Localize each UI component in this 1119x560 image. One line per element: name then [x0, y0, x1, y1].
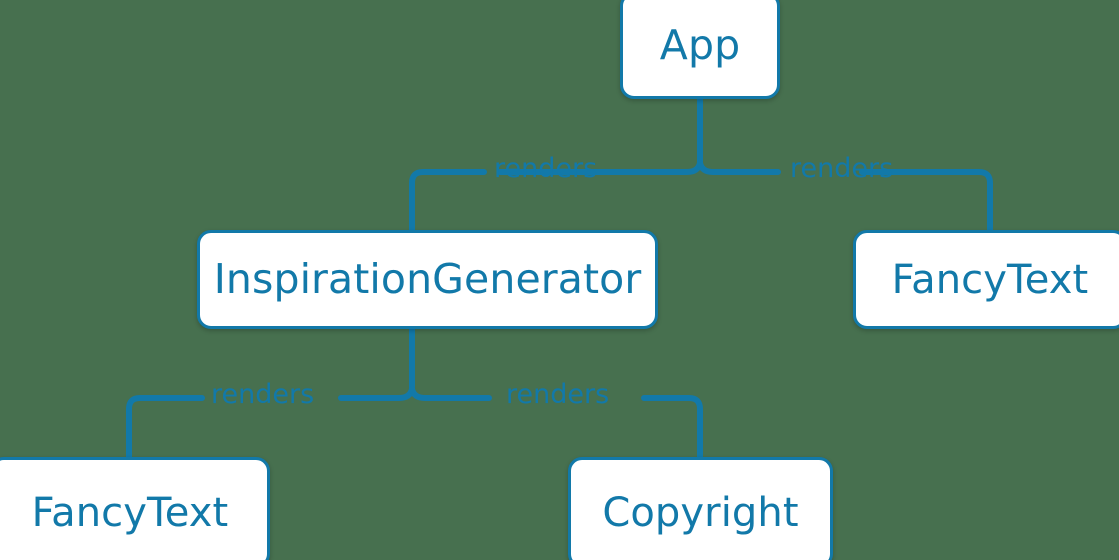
- node-fancytext-left-label: FancyText: [31, 489, 229, 536]
- edge-inspirationgenerator-to-copyright: [409, 386, 703, 460]
- node-app-label: App: [659, 21, 741, 69]
- edge-app-to-fancytext-right: [697, 160, 993, 233]
- edge-label-app-to-inspirationgenerator: renders: [494, 153, 598, 184]
- node-copyright-label: Copyright: [602, 489, 799, 536]
- node-fancytext-right-label: FancyText: [891, 256, 1089, 303]
- node-inspirationgenerator-label: InspirationGenerator: [213, 255, 642, 303]
- node-fancytext-left[interactable]: FancyText: [0, 457, 270, 560]
- edge-label-inspirationgenerator-to-fancytext: renders: [211, 379, 315, 410]
- node-fancytext-right[interactable]: FancyText: [853, 230, 1119, 329]
- node-copyright[interactable]: Copyright: [568, 457, 833, 560]
- edge-label-inspirationgenerator-to-copyright: renders: [506, 379, 610, 410]
- edge-label-app-to-fancytext-right: renders: [790, 153, 894, 184]
- node-app[interactable]: App: [620, 0, 780, 99]
- node-inspirationgenerator[interactable]: InspirationGenerator: [197, 230, 658, 329]
